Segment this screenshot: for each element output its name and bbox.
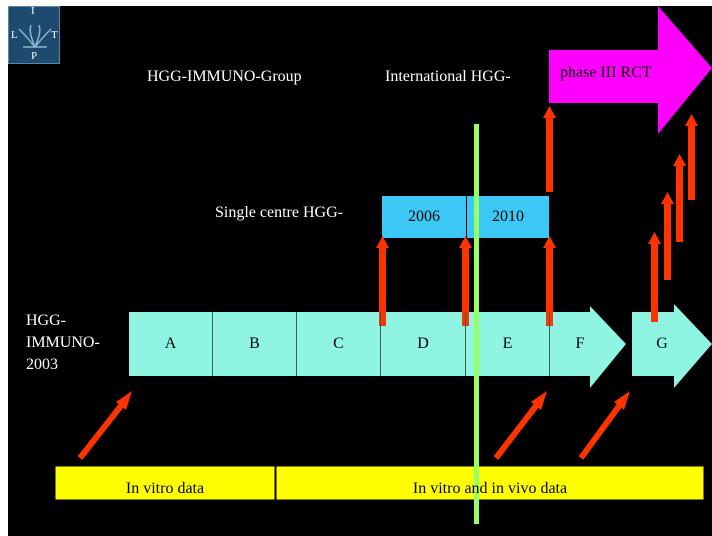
logo-letter-left: L	[11, 29, 18, 41]
logo: I L T P	[8, 5, 60, 64]
phase3-arrow	[549, 6, 712, 134]
arrow-up-3	[543, 236, 556, 326]
diag-arrow-2	[493, 400, 542, 460]
arrow-up-5	[648, 232, 661, 322]
arrow-up-6	[661, 192, 674, 280]
timeline-arrow-main	[129, 306, 626, 388]
bottom-bar-left	[54, 465, 276, 501]
year-2010: 2010	[492, 208, 524, 225]
diag-head-2	[531, 391, 547, 410]
group-label: HGG-IMMUNO-Group	[147, 68, 302, 85]
diag-arrow-3	[578, 400, 625, 460]
arrow-up-1	[376, 236, 389, 326]
arrow-up-2	[459, 236, 472, 326]
single-centre-label: Single centre HGG-	[215, 204, 343, 221]
arrow-up-8	[685, 114, 698, 200]
segment-a: A	[129, 312, 213, 376]
segment-g: G	[656, 335, 668, 352]
logo-emblem-icon	[18, 24, 52, 48]
immuno-line-2: IMMUNO-	[26, 334, 100, 351]
slide: I L T P HGG-IMMUNO-Group International H…	[8, 5, 712, 536]
timeline-arrow-g	[632, 304, 712, 388]
international-label: International HGG-	[385, 68, 511, 85]
diagram-graphics	[54, 6, 712, 524]
diag-head-1	[116, 391, 132, 410]
bottom-label-left: In vitro data	[125, 480, 205, 497]
segment-d: D	[381, 312, 466, 376]
bottom-bar-right	[275, 465, 705, 501]
diag-head-3	[614, 391, 630, 410]
vertical-arrows	[376, 106, 698, 326]
segment-c: C	[297, 312, 381, 376]
immuno-2003-label: HGG- IMMUNO- 2003	[26, 310, 100, 376]
immuno-line-3: 2003	[26, 356, 58, 373]
immuno-line-1: HGG-	[26, 312, 66, 329]
arrow-up-7	[673, 154, 686, 242]
year-box-2006	[382, 196, 466, 238]
phase3-label: phase III RCT	[560, 64, 652, 81]
segment-b: B	[213, 312, 297, 376]
diagonal-arrows	[77, 400, 625, 460]
year-box-2010	[467, 196, 549, 238]
arrow-up-4	[543, 106, 556, 192]
logo-letter-top: I	[31, 5, 35, 17]
logo-letter-right: T	[51, 29, 58, 41]
segment-e: E	[466, 312, 550, 376]
logo-letter-bottom: P	[31, 50, 38, 62]
diag-arrow-1	[77, 400, 127, 460]
year-2006: 2006	[408, 208, 440, 225]
segment-f: F	[575, 335, 585, 352]
today-line	[474, 124, 479, 524]
bottom-label-right: In vitro and in vivo data	[412, 480, 568, 497]
